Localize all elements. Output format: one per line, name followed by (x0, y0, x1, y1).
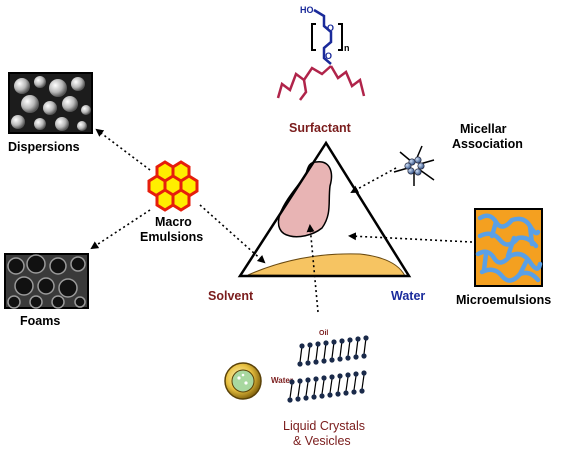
arrow-microemulsion-to-triangle (348, 232, 473, 243)
surfactant-label: Surfactant (289, 121, 352, 135)
molecule-ho-label: HO (300, 5, 314, 15)
lc-water-label: Water (271, 376, 293, 385)
honeycomb-icon (147, 160, 199, 212)
dispersions-image (8, 72, 93, 134)
water-label: Water (391, 289, 425, 303)
macro-label-line1: Macro (155, 215, 192, 229)
microemulsions-label: Microemulsions (456, 293, 551, 307)
arrow-macro-to-dispersions (95, 128, 151, 171)
molecule-tail-branch (299, 79, 308, 101)
ternary-triangle (237, 140, 412, 278)
molecule-o-upper-label: O (327, 23, 334, 33)
micelle-icon (393, 145, 435, 186)
molecule-tail-right (329, 65, 366, 97)
macro-label-line2: Emulsions (140, 230, 203, 244)
foams-label: Foams (20, 314, 60, 328)
liquid-crystal-icon (287, 335, 369, 403)
micellar-label-line2: Association (452, 137, 523, 151)
arrow-macro-to-foams (90, 209, 151, 250)
molecule-o-lower-label: O (325, 51, 332, 61)
repeat-bracket-right (338, 23, 343, 51)
lc-label-line1: Liquid Crystals (283, 419, 365, 433)
arrow-macro-to-solvent (199, 204, 266, 264)
lc-label-line2: & Vesicles (293, 434, 351, 448)
solvent-region (247, 253, 406, 277)
foams-image (4, 253, 89, 309)
vesicle-icon (224, 362, 262, 400)
arrow-lc-to-phase (306, 224, 319, 313)
arrow-micelle-to-triangle (350, 167, 397, 193)
arrows (90, 128, 473, 313)
surfactant-molecule: HO O O n (276, 5, 366, 101)
repeat-bracket-left (311, 23, 316, 51)
oil-label: Oil (319, 330, 328, 337)
micellar-label-line1: Micellar (460, 122, 507, 136)
solvent-label: Solvent (208, 289, 254, 303)
single-phase-region (277, 161, 333, 238)
molecule-head-chain (313, 8, 333, 65)
repeat-n-label: n (344, 43, 350, 53)
microemulsion-image (474, 208, 543, 287)
dispersions-label: Dispersions (8, 140, 80, 154)
molecule-tail-left (276, 65, 332, 99)
